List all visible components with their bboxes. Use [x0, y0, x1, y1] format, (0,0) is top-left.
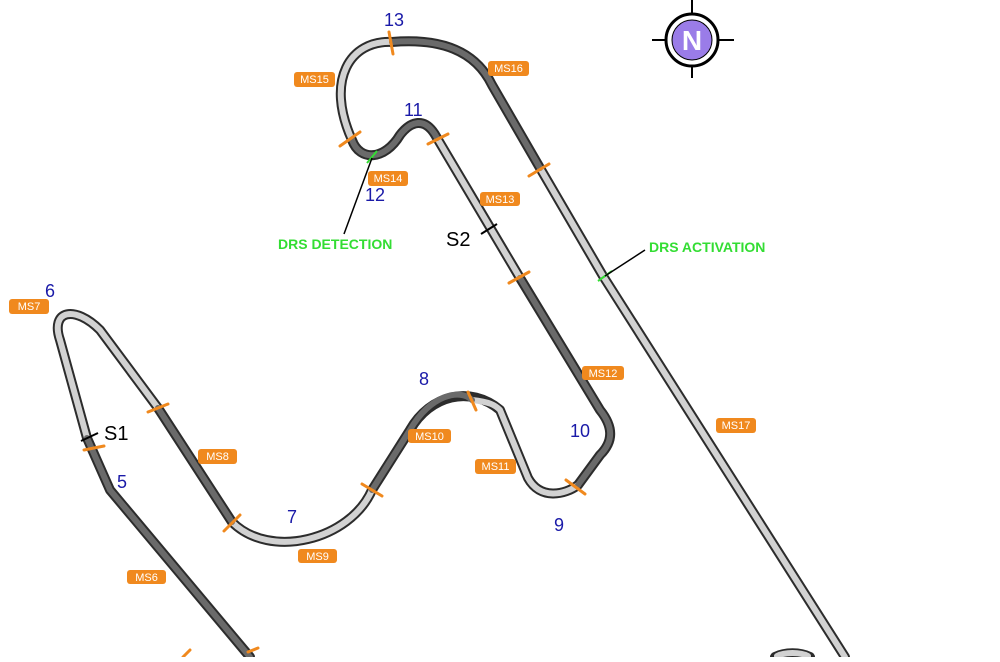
sector-line-s2	[480, 223, 498, 235]
ms-label-ms17: MS17	[716, 418, 756, 433]
svg-text:MS6: MS6	[135, 572, 158, 584]
track-dark-segments	[84, 38, 614, 660]
turn-numbers: 5 6 7 8 9 10 11 12 13	[45, 10, 590, 535]
svg-text:MS9: MS9	[306, 551, 329, 563]
turn-number-10: 10	[570, 421, 590, 441]
ms-label-ms13: MS13	[480, 192, 520, 206]
ms-label-ms6: MS6	[127, 570, 166, 584]
svg-text:MS17: MS17	[722, 420, 751, 432]
drs-detection-line	[366, 150, 378, 164]
sector-labels: S1 S2	[104, 229, 470, 445]
svg-text:MS14: MS14	[374, 173, 403, 185]
drs-activation-leader	[604, 249, 646, 277]
svg-text:MS11: MS11	[482, 461, 510, 473]
compass-north-icon: N	[652, 0, 734, 78]
ms-tick	[146, 402, 170, 414]
ms-tick	[338, 130, 362, 148]
ms-tick	[387, 30, 395, 56]
turn-number-12: 12	[365, 185, 385, 205]
sector-lines	[80, 223, 498, 442]
ms-label-ms9: MS9	[298, 549, 337, 563]
ms-tick	[426, 132, 450, 146]
svg-text:MS10: MS10	[415, 431, 444, 443]
ms-tick	[246, 646, 260, 654]
mini-sector-ticks	[82, 30, 587, 659]
svg-text:MS8: MS8	[206, 451, 229, 463]
ms-label-ms10: MS10	[408, 429, 451, 443]
sector-line-s1	[80, 432, 99, 442]
drs-markers: DRS DETECTION DRS ACTIVATION	[278, 150, 765, 282]
svg-text:MS12: MS12	[589, 368, 618, 380]
ms-tick	[527, 162, 551, 178]
ms-label-ms7: MS7	[9, 299, 49, 314]
ms-label-ms8: MS8	[198, 449, 237, 464]
ms-label-ms15: MS15	[294, 72, 335, 87]
ms-tick	[564, 478, 587, 496]
svg-text:MS13: MS13	[486, 194, 515, 206]
ms-label-ms12: MS12	[582, 366, 624, 380]
turn-number-8: 8	[419, 369, 429, 389]
turn-number-5: 5	[117, 472, 127, 492]
ms-label-ms16: MS16	[488, 61, 529, 76]
ms-label-ms14: MS14	[368, 171, 408, 186]
compass-label: N	[682, 25, 702, 56]
turn-number-9: 9	[554, 515, 564, 535]
turn-number-11: 11	[404, 100, 423, 120]
sector-label-s1: S1	[104, 423, 128, 445]
ms-label-ms11: MS11	[475, 459, 516, 474]
svg-text:MS16: MS16	[494, 63, 523, 75]
ms-tick	[466, 390, 478, 412]
mini-sector-labels: MS6 MS7 MS8 MS9 MS10 MS11 MS12 MS13	[9, 61, 756, 584]
turn-number-7: 7	[287, 507, 297, 527]
ms-tick	[507, 270, 531, 285]
drs-activation-label: DRS ACTIVATION	[649, 239, 765, 255]
turn-number-13: 13	[384, 10, 404, 30]
ms-tick	[222, 513, 242, 533]
turn-number-6: 6	[45, 281, 55, 301]
ms-tick	[82, 444, 106, 452]
drs-detection-leader	[343, 157, 373, 235]
ms-tick	[360, 482, 384, 498]
sector-label-s2: S2	[446, 229, 470, 251]
track-light-segments	[54, 38, 848, 660]
drs-detection-label: DRS DETECTION	[278, 236, 392, 252]
ms-tick	[181, 648, 192, 659]
svg-text:MS15: MS15	[300, 74, 329, 86]
svg-text:MS7: MS7	[18, 301, 41, 313]
